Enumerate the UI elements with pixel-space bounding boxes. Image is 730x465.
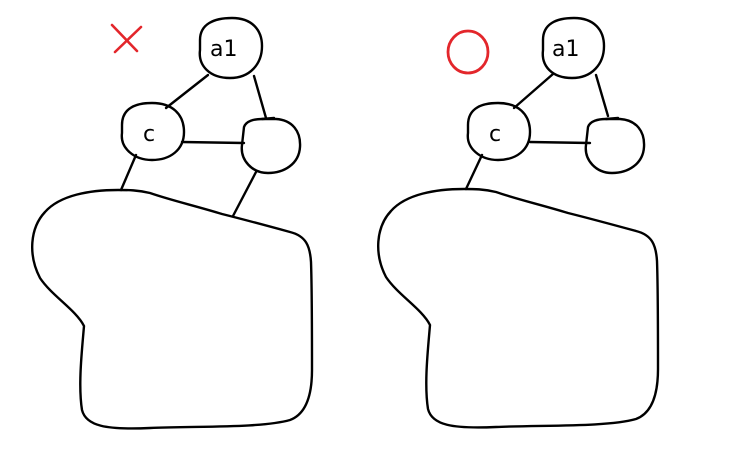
node-right-empty — [240, 116, 302, 175]
node-a1-label: a1 — [210, 37, 237, 62]
edge-left-to-blob — [119, 153, 138, 192]
edge-top-to-left — [164, 73, 210, 110]
edge-top-to-right — [252, 74, 268, 120]
edge-left-to-right — [528, 140, 592, 145]
node-c-label: c — [143, 122, 155, 147]
left-blob-body — [31, 188, 314, 430]
left-panel: a1 c — [31, 16, 314, 430]
edge-top-to-right — [594, 73, 610, 118]
node-right-empty — [584, 116, 646, 175]
right-blob-body — [377, 187, 660, 429]
edge-right-to-blob — [231, 170, 258, 218]
right-panel: a1 c — [377, 16, 660, 429]
node-a1-label: a1 — [552, 37, 579, 62]
node-c-label: c — [489, 122, 501, 147]
incorrect-cross-mark — [110, 23, 143, 54]
edge-top-to-left — [512, 72, 555, 110]
edge-left-to-right — [180, 140, 246, 145]
correct-circle-mark — [446, 29, 490, 75]
node-a1: a1 — [541, 16, 606, 80]
edge-left-to-blob — [464, 153, 484, 191]
node-c: c — [120, 101, 186, 162]
node-c: c — [466, 101, 532, 162]
node-a1: a1 — [198, 16, 264, 80]
